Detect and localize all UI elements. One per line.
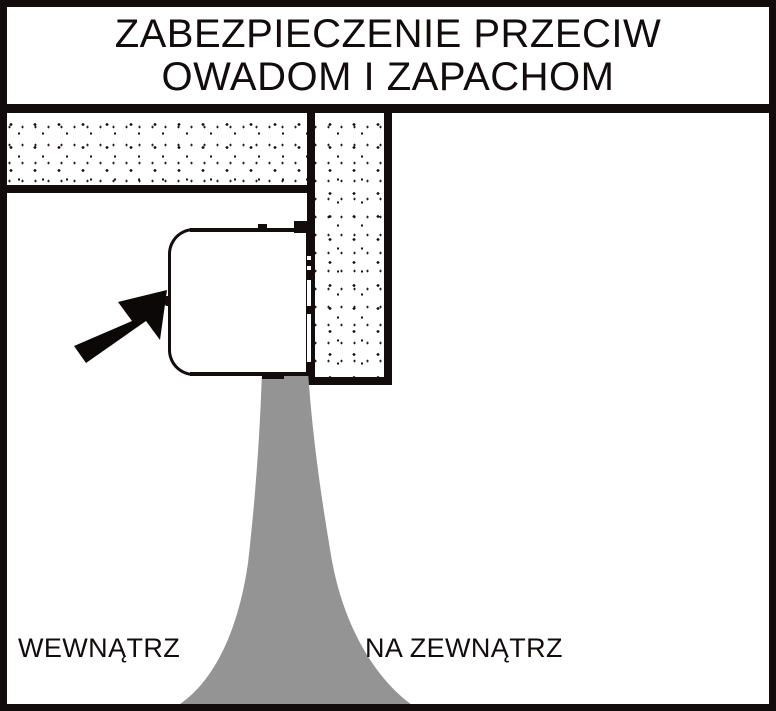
label-inside: WEWNĄTRZ [18,633,181,663]
poster-title-band: ZABEZPIECZENIE PRZECIW OWADOM I ZAPACHOM [7,7,769,104]
seal-gap [307,314,311,362]
seal-gap [307,256,311,260]
flared-skirt [180,371,411,704]
wall-section-vertical [307,113,392,385]
label-outside: NA ZEWNĄTRZ [365,633,563,663]
vent-body-outline [168,228,307,376]
seal-gap [307,280,311,306]
title-divider-rule [7,104,769,113]
vent-bottom-rail [190,372,314,376]
vent-fixing-tab-bottom [262,372,284,379]
airflow-arrow [74,290,167,363]
vent-fixing-tab-top-left [258,224,267,232]
vent-top-rail [190,228,314,232]
vent-fixing-tab-top-right [294,221,308,233]
diagram-stage: WEWNĄTRZ NA ZEWNĄTRZ [7,113,769,704]
page-title: ZABEZPIECZENIE PRZECIW OWADOM I ZAPACHOM [114,12,662,99]
wall-hatch-fill-vertical [315,113,384,377]
vent-unit [165,221,314,379]
seal-gap [307,266,311,270]
vent-hinge-notch [165,296,171,306]
